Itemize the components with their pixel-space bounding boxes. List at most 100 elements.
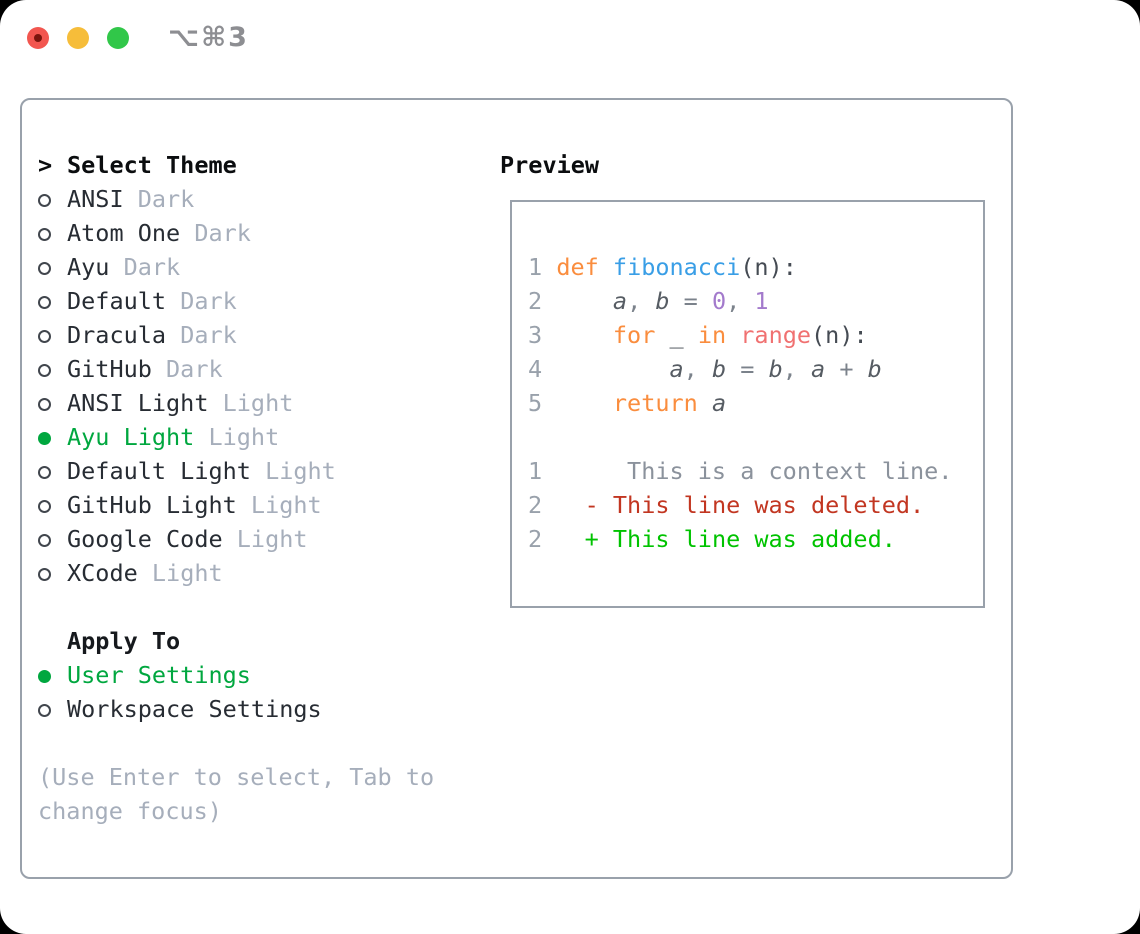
theme-option-label: ANSI Light xyxy=(67,389,209,417)
theme-option-github-dark[interactable]: GitHub Dark xyxy=(38,352,463,386)
code-token-ln: 2 xyxy=(528,287,543,315)
code-token-dim: + xyxy=(825,355,868,383)
code-token-fn: fibonacci xyxy=(612,253,741,281)
radio-icon xyxy=(38,522,67,556)
apply-to-title: Apply To xyxy=(67,627,181,655)
code-token-plain xyxy=(684,321,698,349)
theme-option-label: ANSI xyxy=(67,185,124,213)
theme-option-variant: Light xyxy=(194,423,280,451)
zoom-icon[interactable] xyxy=(107,27,129,49)
theme-option-label: XCode xyxy=(67,559,138,587)
code-token-kw: return xyxy=(612,389,698,417)
theme-option-default-light-light[interactable]: Default Light Light xyxy=(38,454,463,488)
code-line: 2 - This line was deleted. xyxy=(528,488,952,522)
radio-icon xyxy=(38,216,67,250)
code-token-add: + This line was added. xyxy=(584,525,896,553)
titlebar: ⌥⌘3 xyxy=(0,0,1140,76)
theme-option-variant: Dark xyxy=(166,287,237,315)
code-token-plain: (n): xyxy=(811,321,868,349)
code-token-var: a xyxy=(811,355,826,383)
theme-option-ayu-light-light[interactable]: Ayu Light Light xyxy=(38,420,463,454)
code-token-ln: 1 xyxy=(528,457,543,485)
code-token-var: a xyxy=(711,389,727,417)
code-token-dim: , xyxy=(782,355,812,383)
code-token-ln: 3 xyxy=(528,321,543,349)
code-token-plain: _ xyxy=(669,321,684,349)
theme-option-variant: Dark xyxy=(109,253,181,281)
window-shortcut-label: ⌥⌘3 xyxy=(168,22,249,53)
radio-icon xyxy=(38,352,67,386)
code-token-ln: 1 xyxy=(528,253,543,281)
theme-option-variant: Light xyxy=(250,457,336,485)
minimize-icon[interactable] xyxy=(67,27,89,49)
theme-picker-title: Select Theme xyxy=(67,151,237,179)
code-token-plain xyxy=(542,525,584,553)
radio-icon xyxy=(38,556,67,590)
theme-option-google-code-light[interactable]: Google Code Light xyxy=(38,522,463,556)
code-token-dim: = xyxy=(726,355,769,383)
code-token-dim: = xyxy=(669,287,712,315)
apply-option-label: User Settings xyxy=(67,661,251,689)
close-icon[interactable] xyxy=(27,27,49,49)
theme-option-xcode-light[interactable]: XCode Light xyxy=(38,556,463,590)
code-token-ctx: This is a context line. xyxy=(627,457,953,485)
code-line xyxy=(528,420,952,454)
prompt-icon: > xyxy=(38,151,53,179)
theme-option-variant: Dark xyxy=(180,219,251,247)
code-token-plain xyxy=(698,389,712,417)
code-token-plain xyxy=(542,491,584,519)
spacer xyxy=(38,726,463,760)
theme-option-label: Ayu xyxy=(67,253,110,281)
code-token-dim: , xyxy=(726,287,755,315)
code-token-plain xyxy=(542,457,627,485)
apply-option-user-settings[interactable]: User Settings xyxy=(38,658,463,692)
theme-option-label: Google Code xyxy=(67,525,223,553)
theme-option-variant: Dark xyxy=(123,185,195,213)
code-line: 3 for _ in range(n): xyxy=(528,318,952,352)
theme-option-atom-one-dark[interactable]: Atom One Dark xyxy=(38,216,463,250)
theme-option-github-light-light[interactable]: GitHub Light Light xyxy=(38,488,463,522)
code-token-var: a xyxy=(669,355,684,383)
code-token-plain xyxy=(599,253,613,281)
theme-picker-header: > Select Theme xyxy=(38,148,463,182)
theme-option-default-dark[interactable]: Default Dark xyxy=(38,284,463,318)
code-line: 1 def fibonacci(n): xyxy=(528,250,952,284)
radio-icon xyxy=(38,386,67,420)
apply-option-workspace-settings[interactable]: Workspace Settings xyxy=(38,692,463,726)
code-token-pur: 1 xyxy=(754,287,769,315)
code-token-plain: (n): xyxy=(740,253,797,281)
theme-option-label: Default xyxy=(67,287,167,315)
theme-option-ansi-dark[interactable]: ANSI Dark xyxy=(38,182,463,216)
code-token-plain xyxy=(542,321,613,349)
apply-option-label: Workspace Settings xyxy=(67,695,322,723)
code-token-var: b xyxy=(711,355,727,383)
code-line: 4 a, b = b, a + b xyxy=(528,352,952,386)
radio-icon xyxy=(38,692,67,726)
radio-selected-icon xyxy=(38,420,67,454)
radio-icon xyxy=(38,454,67,488)
code-token-ln: 2 xyxy=(528,491,543,519)
theme-option-variant: Light xyxy=(208,389,294,417)
radio-selected-icon xyxy=(38,658,67,692)
code-token-plain xyxy=(542,355,669,383)
apply-to-header: Apply To xyxy=(38,624,463,658)
code-token-var: b xyxy=(867,355,882,383)
code-token-var: b xyxy=(655,287,670,315)
theme-option-variant: Light xyxy=(137,559,223,587)
radio-icon xyxy=(38,250,67,284)
theme-option-ansi-light-light[interactable]: ANSI Light Light xyxy=(38,386,463,420)
code-token-kw: for xyxy=(612,321,656,349)
code-token-pur: 0 xyxy=(711,287,727,315)
theme-option-variant: Dark xyxy=(151,355,223,383)
theme-option-dracula-dark[interactable]: Dracula Dark xyxy=(38,318,463,352)
theme-option-ayu-dark[interactable]: Ayu Dark xyxy=(38,250,463,284)
code-token-kw: def xyxy=(556,253,599,281)
code-line: 2 a, b = 0, 1 xyxy=(528,284,952,318)
code-token-ln: 4 xyxy=(528,355,543,383)
theme-option-label: GitHub xyxy=(67,355,152,383)
